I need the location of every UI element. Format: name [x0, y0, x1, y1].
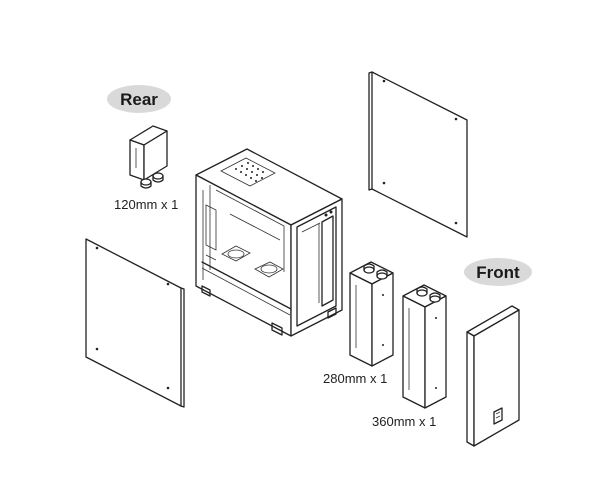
case-logo-icon — [493, 407, 503, 425]
label-280mm: 280mm x 1 — [323, 371, 387, 386]
radiator-360mm — [402, 284, 447, 409]
front-label-text: Front — [476, 263, 520, 282]
rear-label-text: Rear — [120, 90, 158, 109]
rear-label: Rear — [107, 85, 171, 113]
radiator-280mm — [349, 261, 394, 367]
right-side-panel — [368, 71, 468, 238]
radiator-120mm — [129, 125, 168, 189]
label-120mm: 120mm x 1 — [114, 197, 178, 212]
label-360mm: 360mm x 1 — [372, 414, 436, 429]
front-label: Front — [464, 258, 532, 286]
left-side-panel — [85, 238, 185, 408]
front-panel — [466, 305, 520, 447]
case-chassis — [195, 148, 343, 337]
